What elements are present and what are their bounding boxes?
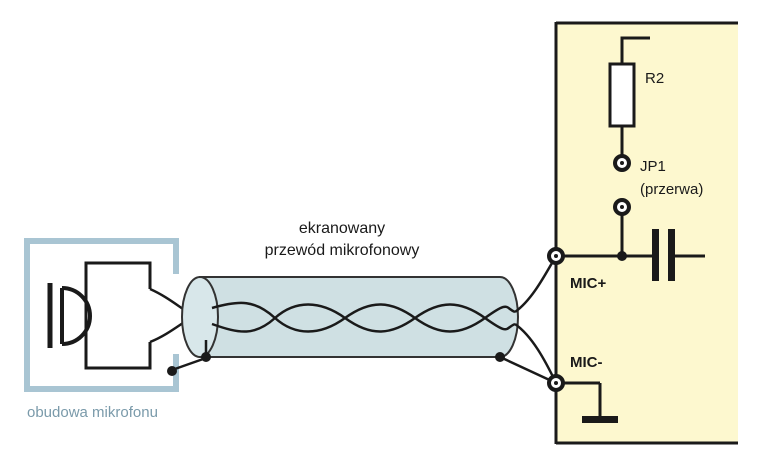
mic-plus-junction-dot — [617, 251, 627, 261]
microphone-housing — [24, 238, 179, 392]
housing-junction-dot — [167, 366, 177, 376]
microphone-symbol-icon — [47, 261, 152, 370]
jp1-note: (przerwa) — [640, 181, 703, 198]
ground-icon — [563, 381, 618, 423]
mic-minus-label: MIC- — [570, 354, 603, 371]
r2-label: R2 — [645, 70, 664, 87]
mic-plus-net — [563, 214, 652, 258]
shield-junction-dot — [201, 352, 211, 362]
board-area — [556, 22, 738, 444]
jp1-label: JP1 — [640, 158, 666, 175]
shielded-cable — [181, 276, 519, 358]
capacitor-icon — [652, 229, 705, 281]
cable-end-dot — [495, 352, 505, 362]
mic-plus-label: MIC+ — [570, 275, 606, 292]
resistor-icon — [608, 36, 650, 156]
housing-label: obudowa mikrofonu — [27, 404, 158, 421]
board-leads — [514, 255, 558, 384]
twisted-pair — [211, 301, 516, 333]
cable-label-line2: przewód mikrofonowy — [265, 242, 420, 259]
cable-label-line1: ekranowany — [299, 220, 385, 237]
